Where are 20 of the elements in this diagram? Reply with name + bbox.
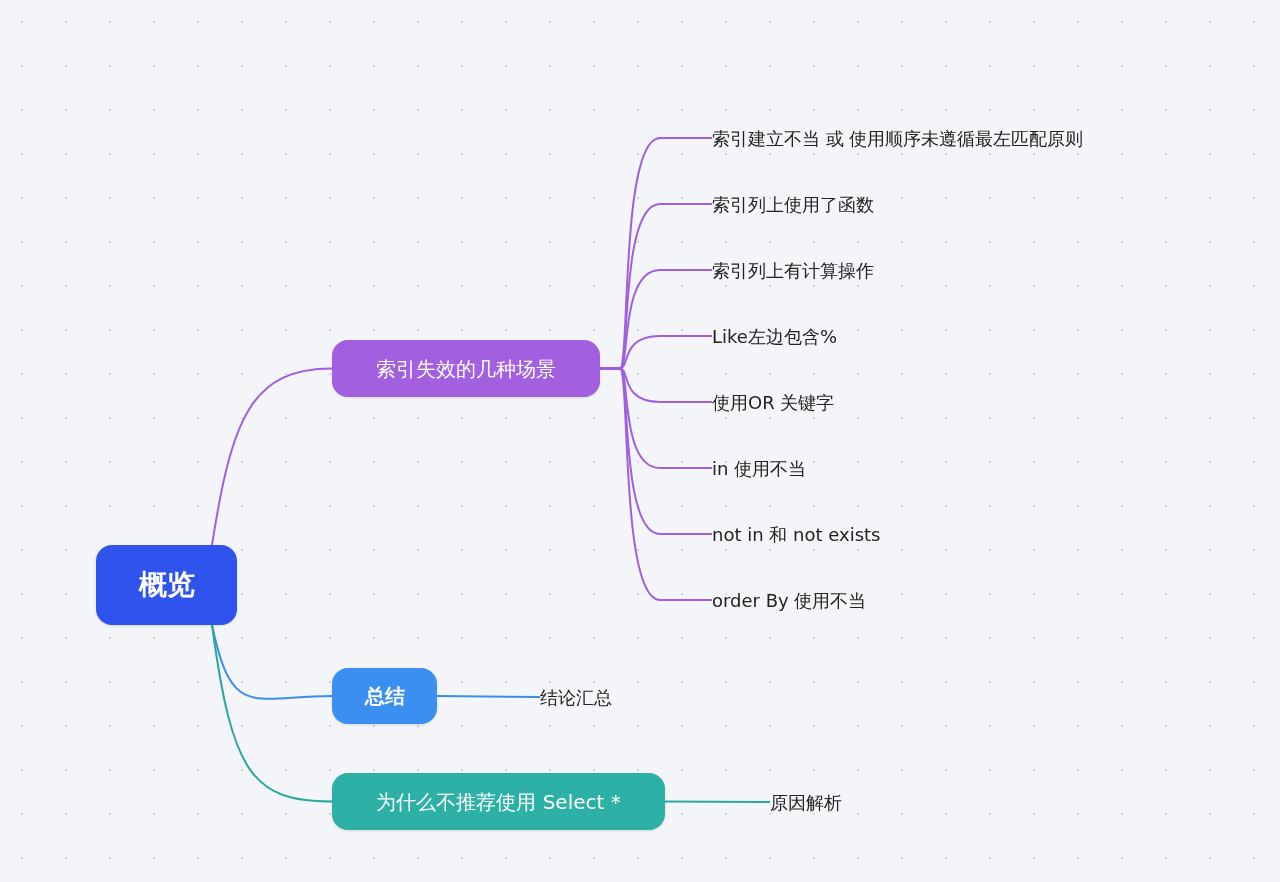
- subtopic-text: 原因解析: [770, 787, 842, 817]
- root-topic: 概览: [96, 545, 237, 625]
- subtopic-text: 结论汇总: [540, 682, 612, 712]
- connector-line: [599, 367, 713, 601]
- connector-line: [436, 695, 541, 698]
- connector-line: [211, 624, 333, 700]
- connector-line: [664, 800, 771, 803]
- topic-pill: 索引失效的几种场景: [332, 340, 600, 397]
- subtopic-text: 索引列上使用了函数: [712, 189, 874, 219]
- subtopic-text: 使用OR 关键字: [712, 387, 835, 417]
- topic-pill: 总结: [332, 668, 437, 724]
- subtopic-text: not in 和 not exists: [712, 519, 881, 549]
- subtopic-text: in 使用不当: [712, 453, 807, 483]
- subtopic-text: order By 使用不当: [712, 585, 867, 615]
- subtopic-text: 索引列上有计算操作: [712, 255, 874, 285]
- subtopic-text: 索引建立不当 或 使用顺序未遵循最左匹配原则: [712, 123, 1084, 153]
- topic-pill: 为什么不推荐使用 Select *: [332, 773, 665, 830]
- connector-line: [211, 624, 333, 803]
- connector-line: [211, 367, 333, 546]
- subtopic-text: Like左边包含%: [712, 321, 837, 351]
